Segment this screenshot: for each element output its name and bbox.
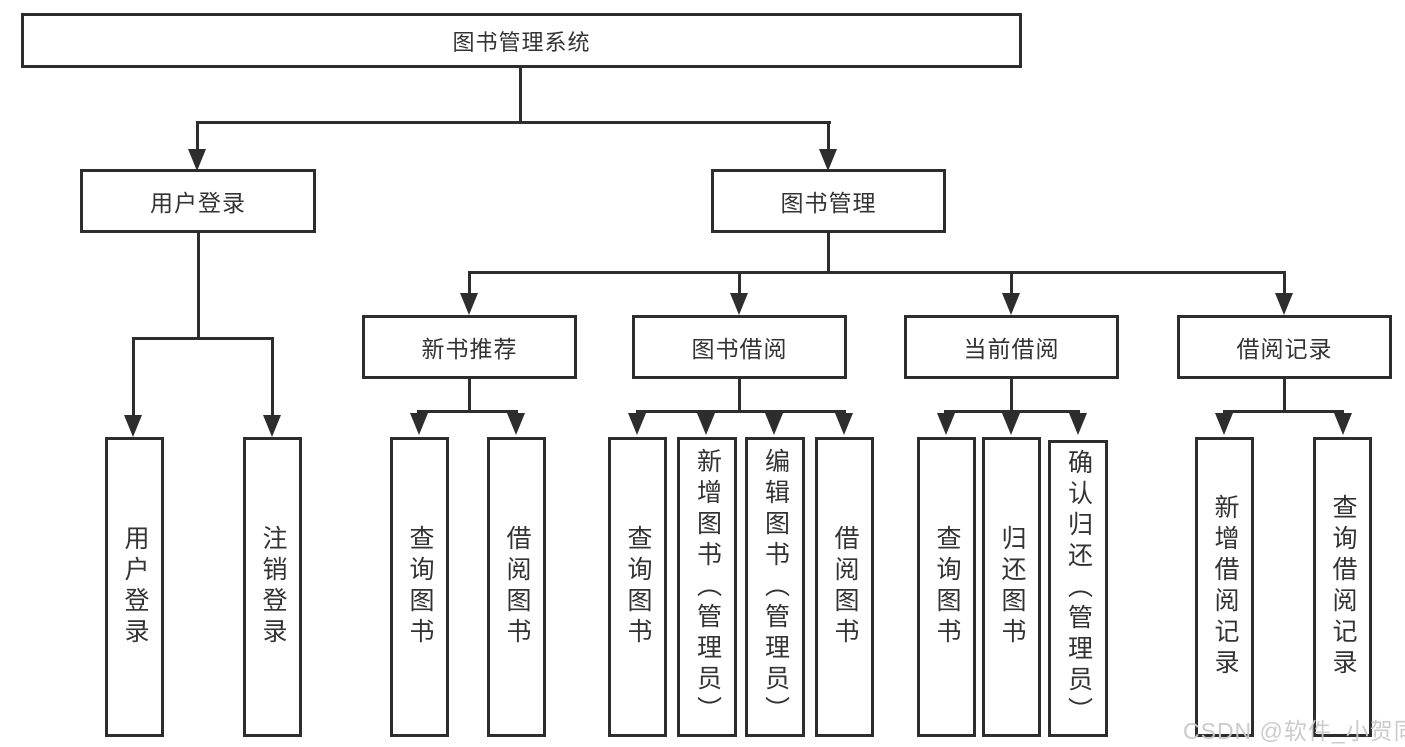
arrow-down-icon [460, 293, 478, 315]
arrow-down-icon [124, 415, 142, 437]
node-new-book-recommend-label: 新书推荐 [421, 336, 518, 362]
arrow-down-icon [628, 413, 646, 435]
leaf-edit-book-admin: 编辑图书（管理员） [745, 437, 805, 737]
connector-book-borrow-stem [738, 379, 741, 412]
leaf-user-login: 用户登录 [105, 437, 164, 737]
arrow-down-icon [410, 413, 428, 435]
connector-root-stem [519, 68, 522, 121]
connector-user-login-stem [197, 233, 200, 339]
leaf-query-books-current: 查询图书 [917, 437, 976, 737]
node-user-login-label: 用户登录 [150, 190, 246, 216]
leaf-query-books-recommend: 查询图书 [390, 437, 449, 737]
leaf-user-login-label: 用户登录 [121, 525, 149, 649]
connector-to-borrow-record [1283, 271, 1286, 295]
leaf-edit-book-admin-label: 编辑图书（管理员） [761, 447, 790, 727]
connector-new-book-stem [468, 379, 471, 412]
connector-to-user-login [196, 121, 199, 151]
connector-to-current-borrow [1010, 271, 1013, 295]
arrow-down-icon [1002, 413, 1020, 435]
connector-user-login-branch [132, 337, 274, 340]
leaf-add-book-admin: 新增图书（管理员） [677, 437, 737, 737]
node-borrow-record: 借阅记录 [1177, 315, 1392, 379]
leaf-logout-label: 注销登录 [259, 525, 287, 649]
connector-new-book-branch [417, 410, 518, 413]
leaf-confirm-return-admin: 确认归还（管理员） [1048, 440, 1108, 737]
arrow-down-icon [765, 413, 783, 435]
node-book-management-label: 图书管理 [780, 190, 877, 216]
arrow-down-icon [1002, 293, 1020, 315]
node-current-borrow: 当前借阅 [904, 315, 1119, 379]
arrow-down-icon [188, 149, 206, 171]
connector-current-borrow-stem [1010, 379, 1013, 412]
connector-book-mgmt-branch [468, 271, 1286, 274]
connector-to-book-borrow [738, 271, 741, 295]
arrow-down-icon [507, 413, 525, 435]
arrow-down-icon [1069, 413, 1087, 435]
leaf-borrow-books-recommend-label: 借阅图书 [503, 525, 531, 649]
connector-root-branch [196, 121, 831, 124]
leaf-return-book-label: 归还图书 [998, 525, 1026, 649]
connector-borrow-record-stem [1283, 379, 1286, 412]
node-current-borrow-label: 当前借阅 [963, 336, 1060, 362]
leaf-query-books-borrow: 查询图书 [608, 437, 667, 737]
node-book-management: 图书管理 [711, 169, 946, 233]
watermark: CSDN @软件_小贺同学 [1183, 718, 1405, 744]
leaf-logout: 注销登录 [243, 437, 302, 737]
node-library-system: 图书管理系统 [21, 13, 1022, 68]
connector-borrow-record-branch [1223, 410, 1344, 413]
connector-book-borrow-branch [636, 410, 846, 413]
connector-current-borrow-branch [944, 410, 1080, 413]
leaf-borrow-books-borrow: 借阅图书 [815, 437, 874, 737]
connector-book-mgmt-stem [827, 233, 830, 274]
node-borrow-record-label: 借阅记录 [1236, 336, 1333, 362]
connector-to-leaf-logout [271, 337, 274, 415]
arrow-down-icon [263, 415, 281, 437]
arrow-down-icon [819, 149, 837, 171]
leaf-return-book: 归还图书 [982, 437, 1041, 737]
leaf-add-borrow-record: 新增借阅记录 [1195, 437, 1254, 737]
leaf-borrow-books-recommend: 借阅图书 [487, 437, 546, 737]
arrow-down-icon [1275, 293, 1293, 315]
arrow-down-icon [1215, 413, 1233, 435]
node-book-borrow: 图书借阅 [632, 315, 847, 379]
connector-to-book-management [827, 121, 830, 151]
arrow-down-icon [1334, 413, 1352, 435]
connector-to-leaf-user-login [132, 337, 135, 415]
leaf-confirm-return-admin-label: 确认归还（管理员） [1064, 449, 1093, 728]
node-new-book-recommend: 新书推荐 [362, 315, 577, 379]
leaf-query-borrow-record: 查询借阅记录 [1313, 437, 1372, 737]
node-book-borrow-label: 图书借阅 [691, 336, 788, 362]
leaf-query-books-current-label: 查询图书 [933, 525, 961, 649]
leaf-borrow-books-borrow-label: 借阅图书 [831, 525, 859, 649]
leaf-query-borrow-record-label: 查询借阅记录 [1329, 494, 1357, 680]
leaf-query-books-borrow-label: 查询图书 [624, 525, 652, 649]
arrow-down-icon [730, 293, 748, 315]
connector-to-new-book [468, 271, 471, 295]
leaf-query-books-recommend-label: 查询图书 [406, 525, 434, 649]
arrow-down-icon [697, 413, 715, 435]
arrow-down-icon [835, 413, 853, 435]
node-user-login: 用户登录 [80, 169, 316, 233]
leaf-add-book-admin-label: 新增图书（管理员） [693, 447, 722, 727]
arrow-down-icon [937, 413, 955, 435]
leaf-add-borrow-record-label: 新增借阅记录 [1211, 494, 1239, 680]
node-library-system-label: 图书管理系统 [452, 29, 591, 55]
